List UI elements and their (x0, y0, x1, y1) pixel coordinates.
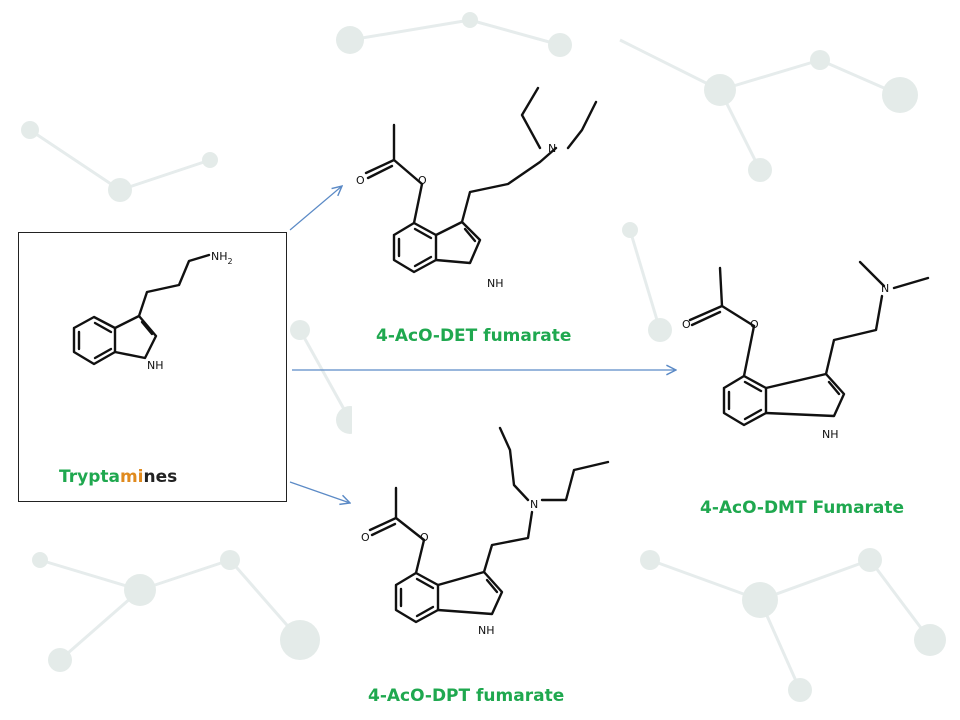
dmt-o-ester: O (750, 318, 759, 331)
dmt-panel: O O N NH 4-AcO-DMT Fumarate (672, 216, 960, 518)
dmt-n-label: N (881, 282, 889, 295)
dpt-label: 4-AcO-DPT fumarate (368, 686, 565, 706)
tryptamines-label: Tryptamines (59, 467, 178, 487)
dpt-structure: O O N NH (361, 426, 610, 637)
det-o-ester: O (418, 174, 427, 187)
dpt-o-carbonyl: O (361, 531, 370, 544)
dmt-nh-label: NH (822, 428, 839, 441)
det-o-carbonyl: O (356, 174, 365, 187)
tryptamine-box: NH NH2 Tryptamines (18, 232, 287, 502)
det-n-label: N (548, 142, 556, 155)
dpt-panel: O O N NH 4-AcO-DPT fumarate (352, 400, 614, 706)
det-label: 4-AcO-DET fumarate (376, 326, 572, 346)
det-panel: O O N NH 4-AcO-DET fumarate (342, 60, 614, 346)
nh-label: NH (147, 359, 164, 372)
dmt-label: 4-AcO-DMT Fumarate (700, 498, 905, 518)
tryptamine-structure: NH NH2 (72, 250, 233, 372)
dpt-o-ester: O (420, 531, 429, 544)
det-structure: O O N NH (356, 86, 598, 290)
dmt-o-carbonyl: O (682, 318, 691, 331)
dmt-structure: O O N NH (682, 260, 930, 441)
dpt-nh-label: NH (478, 624, 495, 637)
det-nh-label: NH (487, 277, 504, 290)
dpt-n-label: N (530, 498, 538, 511)
nh2-label: NH2 (211, 250, 233, 266)
